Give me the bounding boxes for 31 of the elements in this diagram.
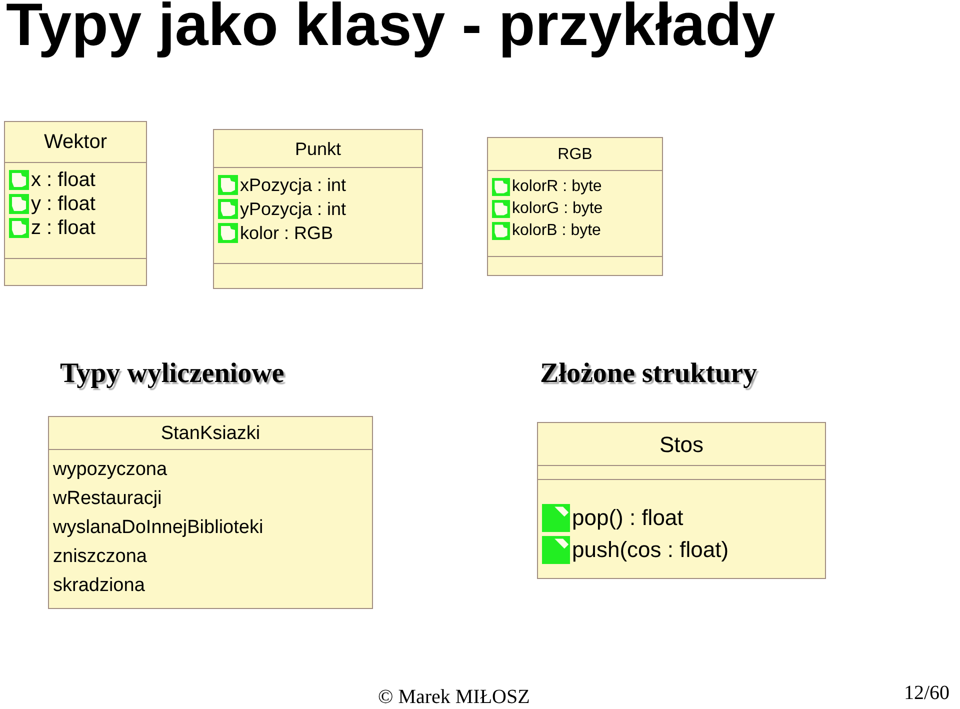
enum-value: wypozyczona bbox=[53, 458, 168, 480]
class-name: Wektor bbox=[44, 131, 107, 153]
attribute-text: z : float bbox=[31, 216, 96, 240]
section-heading: Typy wyliczeniowe bbox=[60, 358, 284, 390]
attribute-text: xPozycja : int bbox=[240, 174, 346, 196]
method-text: push(cos : float) bbox=[572, 537, 729, 563]
section-heading: Złożone struktury bbox=[540, 358, 757, 390]
attribute-text: kolorR : byte bbox=[512, 178, 602, 196]
enum-value: skradziona bbox=[53, 574, 145, 596]
attribute-text: x : float bbox=[31, 168, 96, 192]
enum-value: wRestauracji bbox=[53, 488, 162, 510]
class-box bbox=[213, 129, 423, 289]
class-box bbox=[487, 137, 663, 276]
copyright-text: © Marek MIŁOSZ bbox=[378, 686, 530, 709]
attribute-text: yPozycja : int bbox=[240, 198, 346, 220]
class-box bbox=[537, 422, 826, 579]
page-number: 12/60 bbox=[904, 682, 950, 705]
class-name: RGB bbox=[558, 146, 592, 163]
slide-title: Typy jako klasy - przykłady bbox=[6, 0, 776, 59]
class-box bbox=[48, 416, 373, 609]
enum-value: wyslanaDoInnejBiblioteki bbox=[53, 516, 264, 538]
attribute-text: kolor : RGB bbox=[240, 222, 334, 244]
class-box bbox=[4, 121, 147, 286]
class-name: Stos bbox=[659, 432, 704, 457]
class-name: Punkt bbox=[294, 139, 342, 159]
attribute-text: y : float bbox=[31, 192, 96, 216]
class-name: StanKsiazki bbox=[160, 423, 260, 444]
attribute-text: kolorB : byte bbox=[512, 222, 601, 240]
enum-value: zniszczona bbox=[53, 546, 147, 568]
method-text: pop() : float bbox=[572, 505, 684, 531]
attribute-text: kolorG : byte bbox=[512, 200, 603, 218]
